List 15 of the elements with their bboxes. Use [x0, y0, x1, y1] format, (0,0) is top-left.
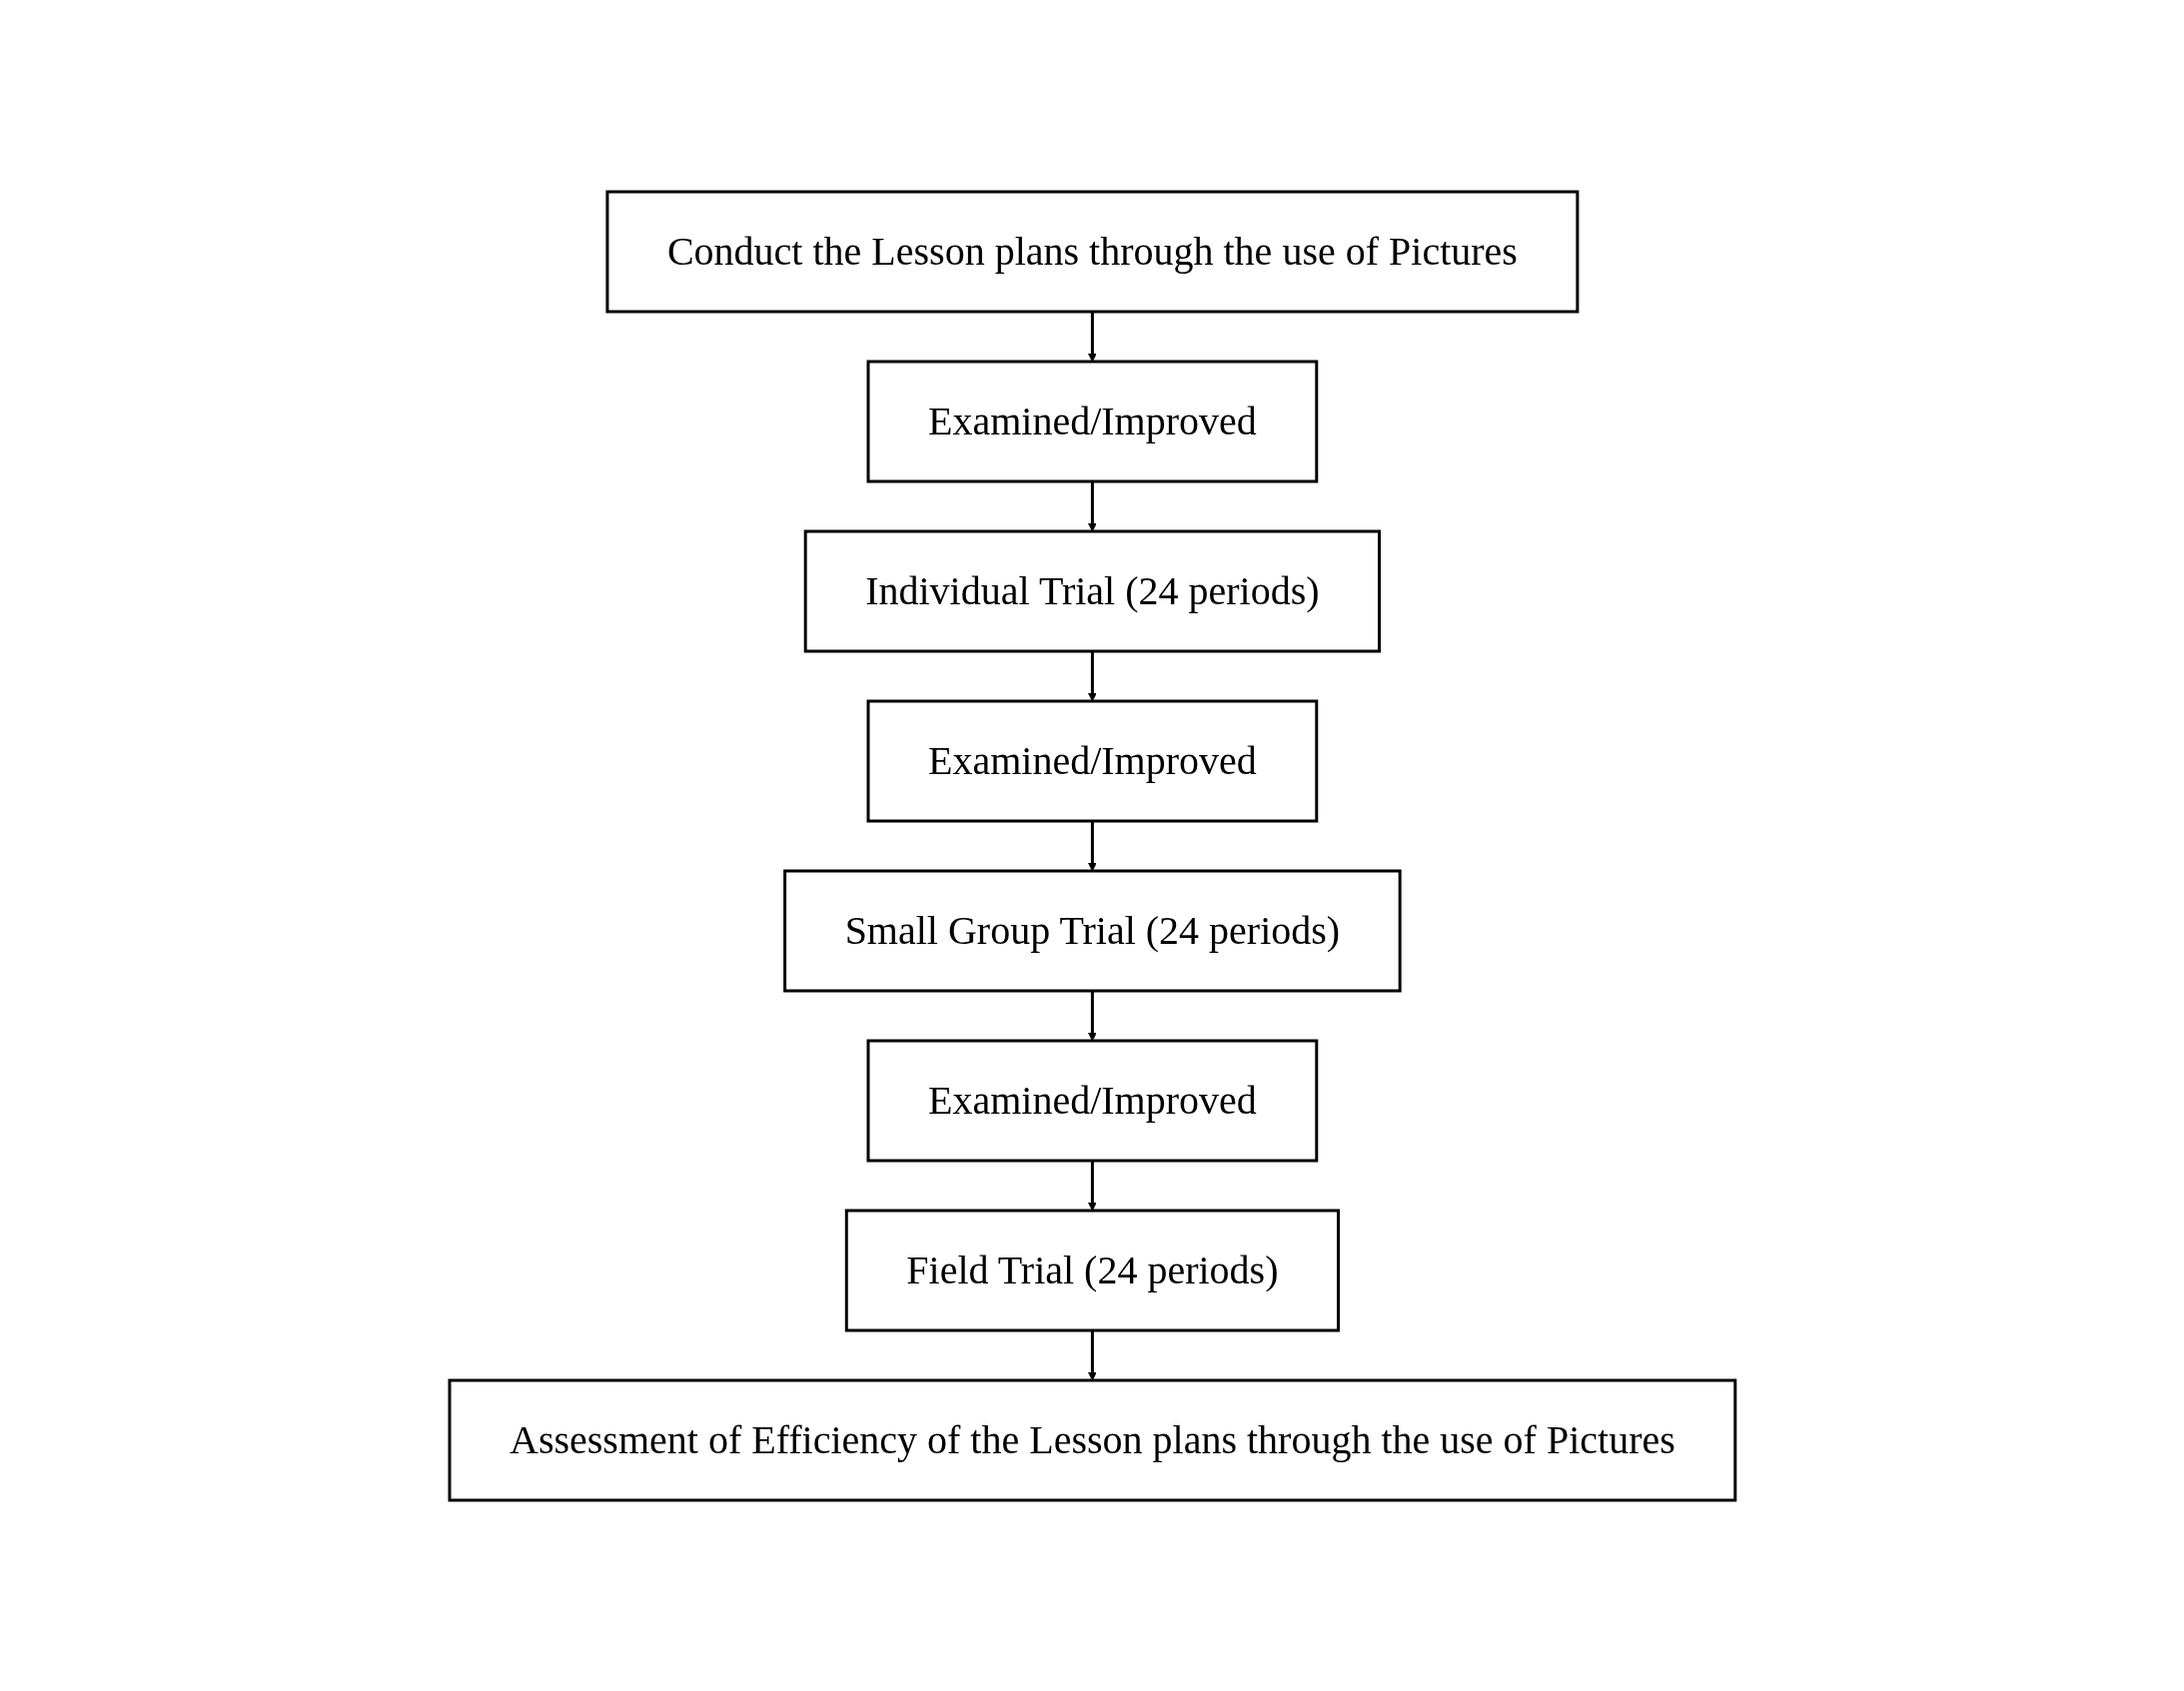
arrow [1087, 480, 1097, 531]
node-box: Individual Trial (24 periods) [803, 529, 1381, 652]
node-box: Field Trial (24 periods) [844, 1209, 1340, 1331]
node-box: Examined/Improved [866, 360, 1318, 482]
arrow [1087, 650, 1097, 701]
arrow [1087, 311, 1097, 362]
node-box: Examined/Improved [866, 699, 1318, 822]
node-box: Small Group Trial (24 periods) [782, 869, 1402, 992]
node-box: Conduct the Lesson plans through the use of Pictures [605, 190, 1579, 313]
arrow [1087, 990, 1097, 1041]
node-box: Examined/Improved [866, 1039, 1318, 1162]
arrow [1087, 1160, 1097, 1211]
arrow [1087, 820, 1097, 871]
arrow [1087, 1329, 1097, 1380]
node-box: Assessment of Efficiency of the Lesson plans through the use of Pictures [448, 1378, 1736, 1501]
